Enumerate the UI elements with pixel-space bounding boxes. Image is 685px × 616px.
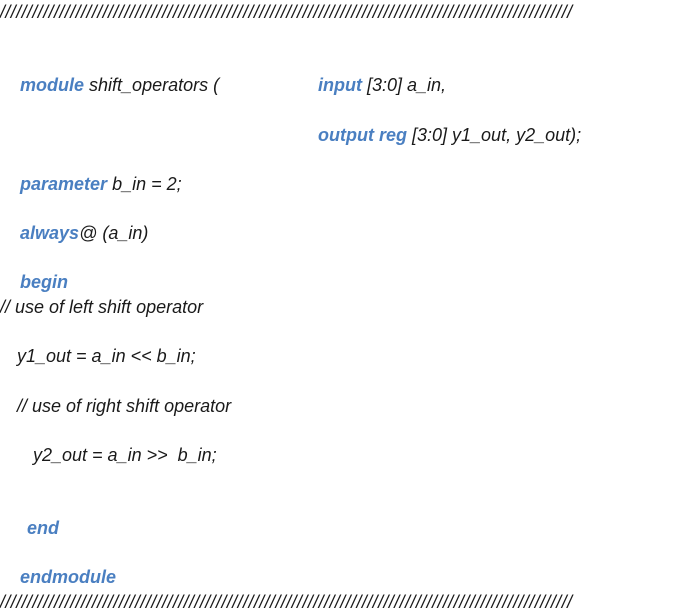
- input-port-line: input [3:0] a_in,: [298, 49, 446, 121]
- begin-keyword: begin: [20, 272, 69, 292]
- left-shift-comment: // use of left shift operator: [0, 297, 204, 317]
- parameter-declaration: b_in = 2;: [107, 174, 182, 194]
- always-keyword: always: [20, 223, 80, 243]
- output-reg-keyword: output reg: [318, 125, 407, 145]
- output-port-line: output reg [3:0] y1_out, y2_out);: [298, 99, 581, 171]
- y1-assignment: y1_out = a_in << b_in;: [17, 346, 196, 366]
- module-keyword: module: [20, 75, 85, 95]
- parameter-keyword: parameter: [20, 174, 108, 194]
- always-line: always@ (a_in): [0, 197, 148, 269]
- output-port-declaration: [3:0] y1_out, y2_out);: [407, 125, 582, 145]
- right-shift-comment: // use of right shift operator: [17, 396, 232, 416]
- end-line: end: [7, 492, 59, 564]
- endmodule-keyword: endmodule: [20, 567, 117, 587]
- end-keyword: end: [27, 518, 60, 538]
- endmodule-line: endmodule: [0, 541, 116, 613]
- y2-assignment: y2_out = a_in >> b_in;: [33, 445, 217, 465]
- input-port-declaration: [3:0] a_in,: [362, 75, 447, 95]
- input-keyword: input: [318, 75, 362, 95]
- module-declaration: shift_operators (: [84, 75, 220, 95]
- top-divider: ////////////////////////////////////////…: [0, 2, 573, 22]
- sensitivity-list: @ (a_in): [79, 223, 149, 243]
- bottom-divider: ////////////////////////////////////////…: [0, 592, 573, 612]
- begin-line: begin: [0, 246, 68, 318]
- module-line: module shift_operators (: [0, 49, 219, 121]
- parameter-line: parameter b_in = 2;: [0, 148, 182, 220]
